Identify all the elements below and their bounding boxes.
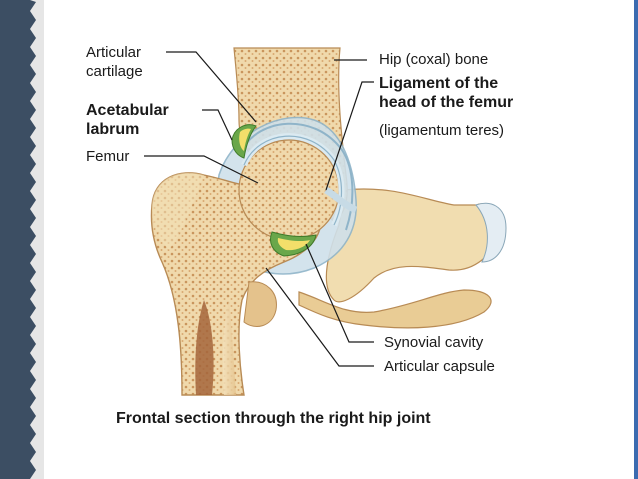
label-hip-bone: Hip (coxal) bone: [379, 51, 489, 68]
label-synovial-cavity: Synovial cavity: [384, 334, 484, 351]
figure-caption: Frontal section through the right hip jo…: [116, 410, 431, 427]
pubic-ramus-lower: [298, 289, 492, 329]
shaft-cortex: [222, 300, 236, 395]
ligament-of-head: [324, 186, 358, 214]
medullary-cavity: [195, 300, 214, 395]
label-acetabular-labrum: Acetabular labrum: [86, 101, 169, 139]
label-articular-cartilage-line1: Articular: [86, 44, 142, 61]
leader-articular-capsule: [265, 267, 374, 367]
femoral-head: [238, 139, 340, 241]
hip-joint-illustration: [144, 47, 507, 396]
label-ligament-of-head: Ligament of the head of the femur: [379, 74, 513, 112]
slide-accent-bar: [634, 0, 638, 479]
label-articular-cartilage-line2: cartilage: [86, 63, 143, 80]
leader-acetabular-labrum: [202, 109, 233, 141]
slide-edge-decoration: [0, 0, 44, 479]
label-articular-cartilage: Articular cartilage: [86, 43, 143, 81]
lesser-trochanter: [243, 281, 277, 327]
pubic-ramus: [325, 188, 501, 303]
greater-trochanter: [151, 172, 204, 250]
label-ligament-line1: Ligament of the: [379, 75, 499, 92]
hip-joint-figure: Articular cartilage Acetabular labrum Fe…: [44, 0, 634, 479]
label-ligamentum-teres: (ligamentum teres): [379, 122, 505, 139]
label-articular-capsule: Articular capsule: [384, 358, 495, 375]
label-acetabular-labrum-line1: Acetabular: [86, 102, 169, 119]
acetabulum-lining: [241, 122, 354, 231]
pubic-symphysis: [475, 202, 507, 263]
label-acetabular-labrum-line2: labrum: [86, 121, 140, 138]
leader-articular-cartilage: [166, 51, 257, 123]
leader-femur: [144, 155, 259, 184]
leader-synovial-cavity: [305, 243, 374, 343]
leader-ligament: [325, 81, 374, 191]
label-ligament-line2: head of the femur: [379, 94, 514, 111]
label-femur: Femur: [86, 148, 130, 165]
leader-lines: [144, 51, 374, 367]
